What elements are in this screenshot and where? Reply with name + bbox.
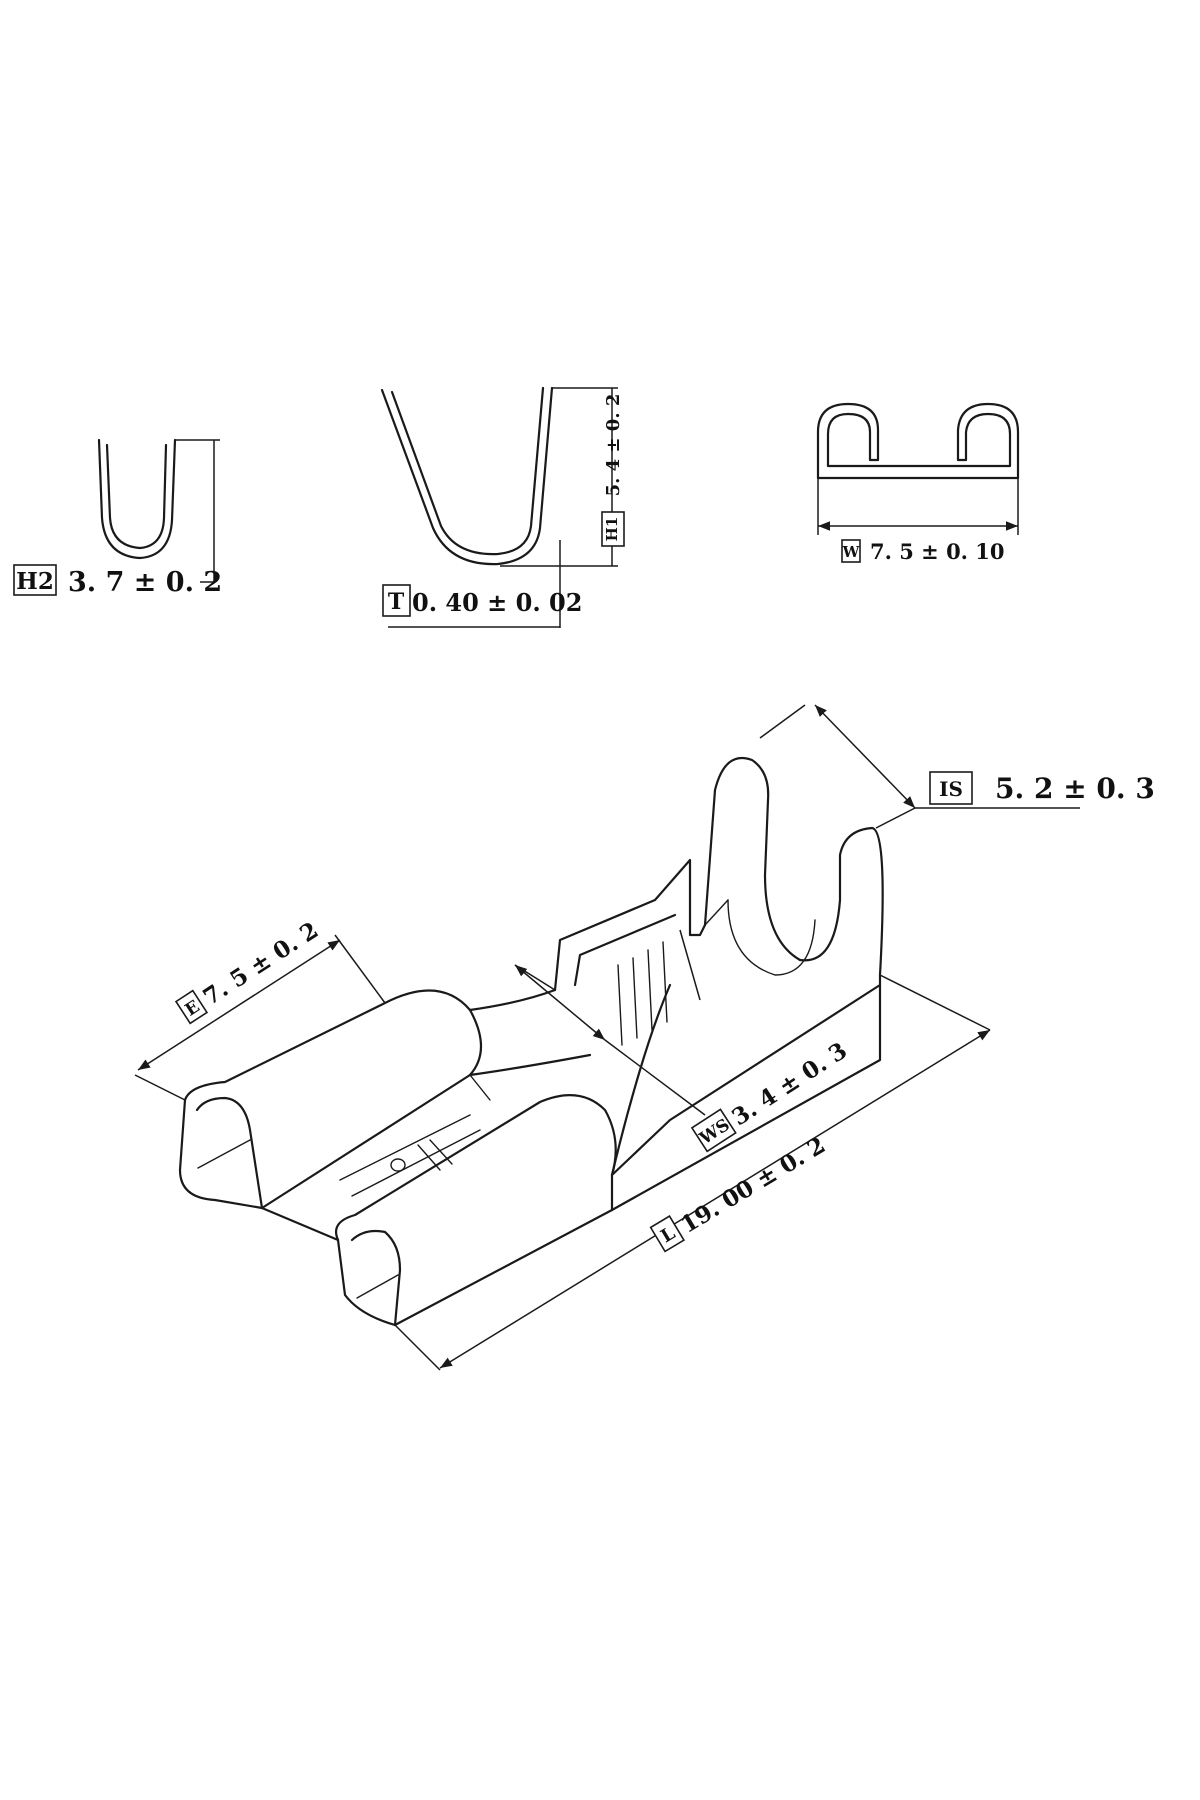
e-ext-line-bottom (134, 1074, 186, 1101)
ws-dim-line (514, 964, 606, 1041)
base-plate-rib-1 (417, 1144, 441, 1171)
wire-crimp-serration-1 (617, 964, 623, 1046)
l-dim-line (439, 1029, 991, 1369)
w-top-view-outline (816, 402, 1020, 480)
left-curl-underside (260, 1073, 472, 1210)
t-value: 0. 40 ± 0. 02 (412, 588, 582, 617)
right-curl-front (336, 1238, 397, 1327)
right-curl-inner-edge (356, 1274, 399, 1299)
base-plate-slot-2 (351, 1129, 481, 1197)
h2-label-box (13, 564, 57, 596)
ws-leader-line (604, 1039, 706, 1116)
right-curl-underside (393, 1208, 614, 1327)
h1-value: 5. 4 ± 0. 2 (603, 394, 624, 497)
h2-u-profile-inner (105, 443, 168, 550)
l-ext-line-right (879, 974, 991, 1031)
wire-crimp-serration-3 (647, 949, 653, 1031)
wire-crimp-wing (553, 858, 707, 992)
l-label-box (649, 1214, 686, 1253)
neck-upper (468, 988, 557, 1012)
ws-value: 3. 4 ± 0. 3 (727, 1037, 852, 1131)
is-ext-line-bottom (875, 807, 916, 829)
is-ext-line-top (759, 704, 806, 739)
h2-code: H2 (16, 568, 54, 595)
insulation-wing-inner-fold (727, 899, 816, 976)
ws-ext-line-bottom (679, 929, 701, 1001)
base-plate (260, 1206, 340, 1242)
w-code: W (842, 543, 861, 561)
l-ext-line-left (394, 1324, 441, 1371)
h1-code: H1 (603, 517, 621, 542)
w-top-view: W 7. 5 ± 0. 10 (816, 402, 1020, 564)
insulation-wing-left (703, 757, 802, 962)
base-plate-dimple (390, 1158, 406, 1172)
left-curl-front (178, 1098, 264, 1210)
wire-crimp-serration-2 (632, 957, 638, 1039)
wire-crimp-wing-inner (573, 913, 677, 987)
base-plate-tab-left (469, 1074, 491, 1101)
h2-profile-view: H2 3. 7 ± 0. 2 (13, 438, 222, 598)
right-curl-inner (350, 1229, 402, 1327)
wire-crimp-serration-4 (662, 941, 668, 1023)
l-value: 19. 00 ± 0. 2 (676, 1131, 830, 1238)
h2-u-profile-outer (97, 438, 177, 560)
left-curl-top (183, 989, 482, 1102)
is-code: IS (939, 777, 963, 801)
w-value: 7. 5 ± 0. 10 (870, 539, 1005, 564)
h1-label-box (601, 511, 625, 547)
base-plate-rib-2 (429, 1139, 453, 1165)
h1-v-profile-inner (390, 386, 545, 556)
base-plate-slot-1 (339, 1114, 471, 1181)
terminal-isometric-view (178, 757, 884, 1327)
is-dim-line (814, 704, 916, 809)
h2-value: 3. 7 ± 0. 2 (68, 567, 222, 598)
w-label-box (841, 539, 861, 563)
left-curl-inner (195, 1096, 264, 1210)
insulation-wing-right (798, 826, 884, 977)
e-dim-line (137, 939, 341, 1071)
e-value: 7. 5 ± 0. 2 (198, 917, 323, 1011)
h1-v-profile-outer (380, 386, 554, 566)
is-label-box (929, 771, 973, 805)
e-label-box (174, 989, 209, 1025)
isometric-dimensions: IS 5. 2 ± 0. 3 E 7. 5 ± 0. 2 WS 3. 4 ± 0… (134, 704, 1155, 1371)
t-label-box (382, 584, 411, 617)
t-code: T (388, 589, 405, 615)
h1-t-profile-view: H1 5. 4 ± 0. 2 T 0. 40 ± 0. 02 (380, 386, 625, 628)
neck-lower (468, 1053, 592, 1077)
e-ext-line-top (334, 934, 386, 1004)
ws-ext-line-top (514, 964, 556, 991)
is-value: 5. 2 ± 0. 3 (995, 772, 1155, 805)
right-curl-top (334, 1094, 617, 1242)
left-curl-inner-edge (197, 1139, 251, 1169)
insulation-wing-edge (704, 899, 729, 926)
